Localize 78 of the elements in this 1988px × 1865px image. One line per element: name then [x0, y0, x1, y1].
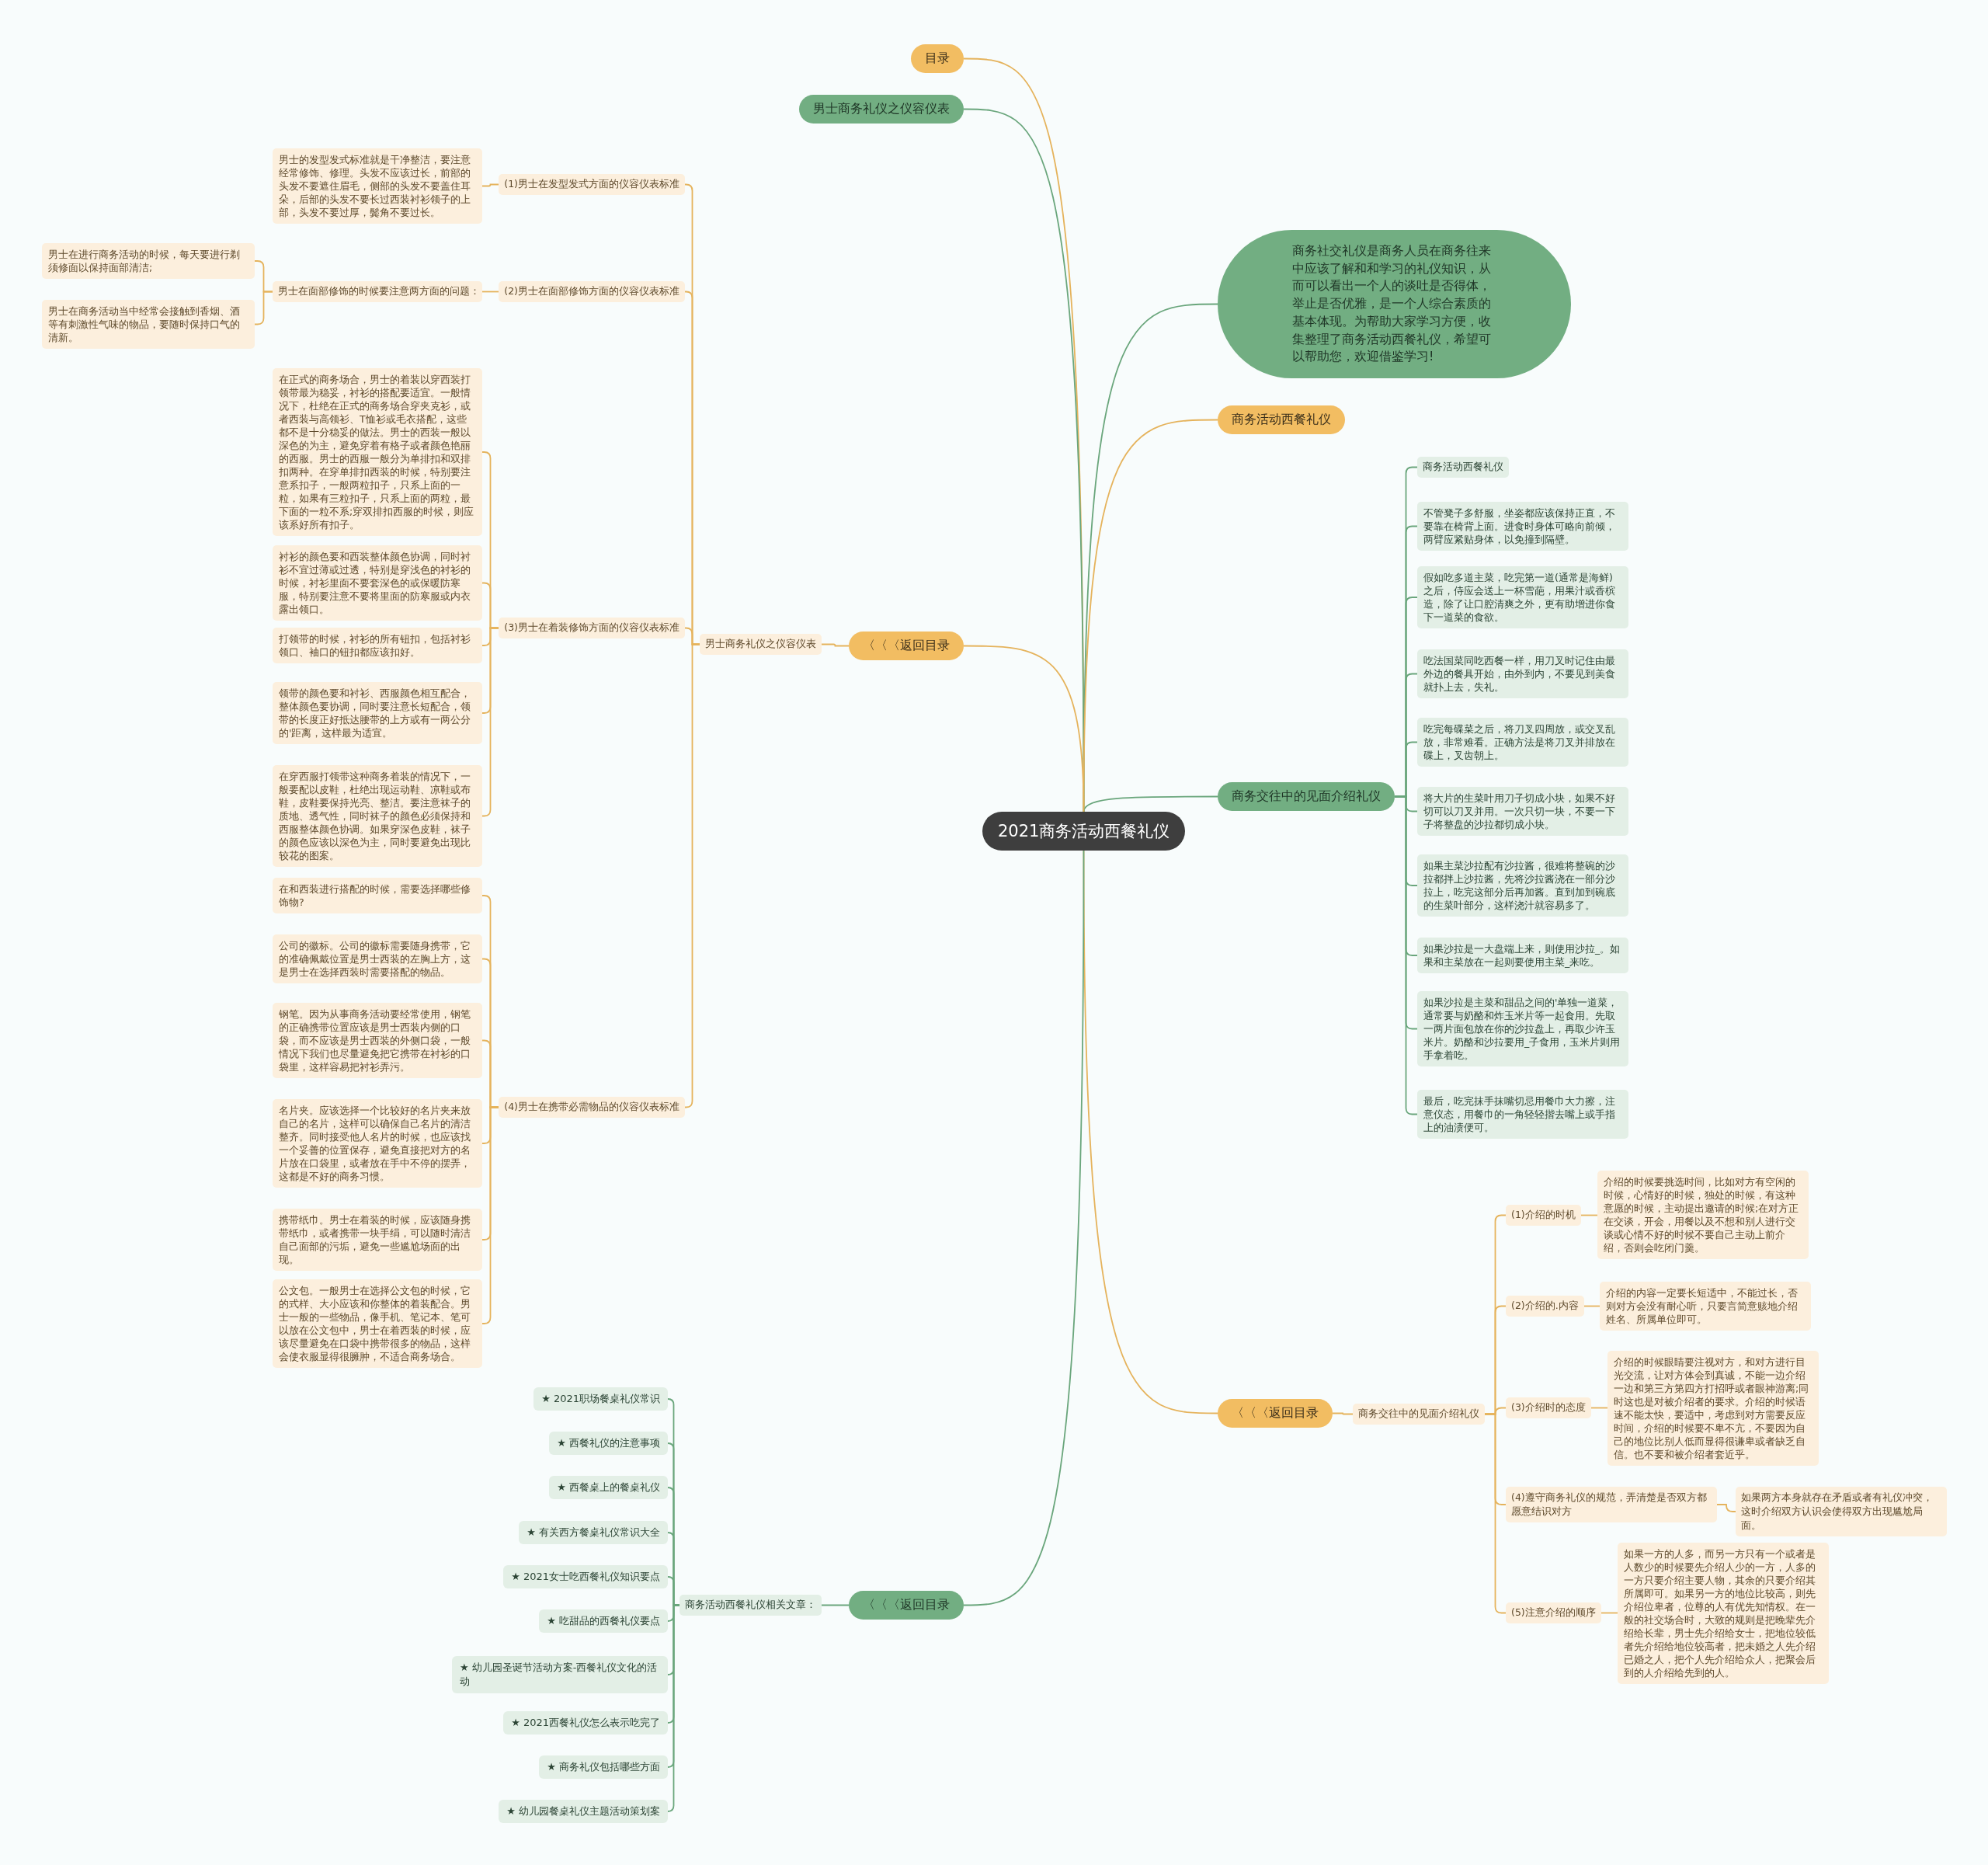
note-card: 衬衫的颜色要和西装整体颜色协调，同时衬衫不宜过薄或过透，特别是穿浅色的衬衫的时候，衬衫里面不要套深色的或保暖防寒服，特别要注意不要将里面的防寒服或内衣露出领口。 — [273, 545, 482, 621]
connector-line — [481, 1106, 499, 1324]
topic-pill: 商务交往中的见面介绍礼仪 — [1218, 782, 1395, 811]
article-link-card: ★ 幼儿园圣诞节活动方案-西餐礼仪文化的活动 — [452, 1656, 668, 1694]
subtopic-label: (1)介绍的时机 — [1506, 1205, 1581, 1226]
connector-line — [1580, 1214, 1598, 1216]
subtopic-label: 如果两方本身就存在矛盾或者有礼仪冲突，这时介绍双方认识会使得双方出现尴尬局面。 — [1736, 1487, 1947, 1537]
connector-line — [963, 645, 1085, 812]
note-card: 介绍的内容一定要长短适中，不能过长，否则对方会没有耐心听，只要言简意赅地介绍姓名、所属单位即可。 — [1600, 1282, 1811, 1331]
connector-line — [1583, 1305, 1600, 1307]
connector-line — [1600, 1612, 1618, 1614]
note-card: 介绍的时候眼睛要注视对方，和对方进行目光交流，让对方体会到真诚，不能一边介绍一边和第三方第四方打招呼或者眼神游离;同时这也是对被介绍者的要求。介绍的时候语速不能太快，要适中，考虑到对方需要反应时间，介绍的时候要不卑不亢，不要因为自己的地位比别人低而显得很谦卑或者缺乏自信。也不要和被介绍者套近乎。 — [1607, 1351, 1819, 1466]
subtopic-label: (3)介绍时的态度 — [1506, 1397, 1591, 1418]
note-card: 男士在进行商务活动的时候，每天要进行剃须修面以保持面部清洁; — [42, 243, 255, 279]
note-card: 最后，吃完抹手抹嘴切忌用餐巾大力擦，注意仪态，用餐巾的一角轻轻揩去嘴上或手指上的油渍便可。 — [1417, 1090, 1628, 1139]
connector-line — [684, 643, 700, 1108]
topic-pill: 男士商务礼仪之仪容仪表 — [799, 95, 964, 124]
subtopic-label: (4)遵守商务礼仪的规范，弄清楚是否双方都愿意结识对方 — [1506, 1487, 1717, 1523]
topic-pill: 商务活动西餐礼仪 — [1218, 405, 1345, 434]
topic-pill: 〈〈〈返回目录 — [849, 632, 964, 660]
subtopic-label: (4)男士在携带必需物品的仪容仪表标准 — [499, 1097, 685, 1118]
article-link-card: ★ 商务礼仪包括哪些方面 — [539, 1755, 668, 1780]
note-card: 如果沙拉是主菜和甜品之间的'单独一道菜，通常要与奶酪和炸玉米片等一起食用。先取一两片面包放在你的沙拉盘上，再取少许玉米片。奶酪和沙拉要用_子食用，玉米片则用手拿着吃。 — [1417, 991, 1628, 1066]
connector-line — [481, 291, 499, 293]
article-link-card: ★ 幼儿园餐桌礼仪主题活动策划案 — [499, 1800, 668, 1824]
subtopic-label: (3)男士在着装修饰方面的仪容仪表标准 — [499, 618, 685, 638]
note-card: 不管凳子多舒服，坐姿都应该保持正直，不要靠在椅背上面。进食时身体可略向前倾，两臂应紧贴身体，以免撞到隔壁。 — [1417, 502, 1628, 551]
article-link-card: ★ 有关西方餐桌礼仪常识大全 — [519, 1521, 668, 1545]
note-card: 公文包。一般男士在选择公文包的时候，它的式样、大小应该和你整体的着装配合。男士一般的一些物品，像手机、笔记本、笔可以放在公文包中，男士在着西装的时候，应该尽量避免在口袋中携带很多的物品，这样会使衣服显得很臃肿，不适合商务场合。 — [273, 1279, 482, 1368]
note-card: 假如吃多道主菜，吃完第一道(通常是海鲜)之后，侍应会送上一杯雪葩，用果汁或香槟造，除了让口腔清爽之外，更有助增进你食下一道菜的食欲。 — [1417, 566, 1628, 628]
subtopic-label: (2)男士在面部修饰方面的仪容仪表标准 — [499, 281, 685, 302]
note-card: 吃法国菜同吃西餐一样，用刀叉时记住由最外边的餐具开始，由外到内，不要见到美食就扑上去，失礼。 — [1417, 649, 1628, 698]
article-link-card: ★ 吃甜品的西餐礼仪要点 — [539, 1609, 668, 1634]
subtopic-label: 商务活动西餐礼仪 — [1417, 457, 1509, 478]
connector-line — [481, 183, 499, 187]
connector-line — [963, 850, 1085, 1606]
central-topic: 2021商务活动西餐礼仪 — [982, 812, 1186, 851]
connector-line — [481, 627, 499, 817]
intro-bubble: 商务社交礼仪是商务人员在商务往来中应该了解和和学习的礼仪知识，从而可以看出一个人的谈吐是否得体，举止是否优雅，是一个人综合素质的基本体现。为帮助大家学习方便，收集整理了商务活动西餐礼仪，希望可以帮助您，欢迎借鉴学习! — [1218, 230, 1571, 379]
subtopic-label: (1)男士在发型发式方面的仪容仪表标准 — [499, 174, 685, 195]
topic-pill: 〈〈〈返回目录 — [1218, 1399, 1333, 1428]
note-card: 名片夹。应该选择一个比较好的名片夹来放自己的名片，这样可以确保自己名片的清洁整齐。同时接受他人名片的时候，也应该找一个妥善的位置保存，避免直接把对方的名片放在口袋里，或者放在手中不停的摆弄，这都是不好的商务习惯。 — [273, 1099, 482, 1188]
subtopic-label: 商务活动西餐礼仪相关文章： — [679, 1595, 822, 1616]
note-card: 如果沙拉是一大盘端上来，则使用沙拉_。如果和主菜放在一起则要使用主菜_来吃。 — [1417, 938, 1628, 973]
article-link-card: ★ 2021西餐礼仪怎么表示吃完了 — [503, 1711, 668, 1735]
subtopic-label: 商务交往中的见面介绍礼仪 — [1353, 1404, 1485, 1425]
topic-pill: 目录 — [911, 44, 964, 73]
article-link-card: ★ 西餐桌上的餐桌礼仪 — [549, 1476, 668, 1500]
note-card: 领带的颜色要和衬衫、西服颜色相互配合，整体颜色要协调，同时要注意长短配合，领带的长度正好抵达腰带的上方或有一两公分的'距离，这样最为适宜。 — [273, 682, 482, 744]
note-card: 打领带的时候，衬衫的所有钮扣，包括衬衫领口、袖口的钮扣都应该扣好。 — [273, 628, 482, 663]
article-link-card: ★ 2021女士吃西餐礼仪知识要点 — [503, 1565, 668, 1589]
subtopic-label: 男士在面部修饰的时候要注意两方面的问题： — [273, 281, 482, 302]
subtopic-label: (5)注意介绍的顺序 — [1506, 1602, 1601, 1623]
connector-line — [1590, 1407, 1608, 1409]
note-card: 将大片的生菜叶用刀子切成小块，如果不好切可以刀叉并用。一次只切一块，不要一下子将整盘的沙拉都切成小块。 — [1417, 787, 1628, 836]
note-card: 公司的徽标。公司的徽标需要随身携带，它的准确佩戴位置是男士西装的左胸上方，这是男士在选择西装时需要搭配的物品。 — [273, 934, 482, 983]
note-card: 介绍的时候要挑选时间，比如对方有空闲的时候，心情好的时候，独处的时候，有这种意愿的时候，主动提出邀请的时候;在对方正在交谈，开会，用餐以及不想和别人进行交谈或心情不好的时候不要自己主动上前介绍，否则会吃闭门羹。 — [1597, 1171, 1809, 1259]
connector-line — [1332, 1412, 1354, 1415]
note-card: 在穿西服打领带这种商务着装的情况下，一般要配以皮鞋，杜绝出现运动鞋、凉鞋或布鞋，皮鞋要保持光亮、整洁。要注意袜子的质地、透气性，同时袜子的颜色必须保持和西服整体颜色协调。如果穿深色皮鞋，袜子的颜色应该以深色为主，同时要避免出现比较花的图案。 — [273, 765, 482, 867]
topic-pill: 〈〈〈返回目录 — [849, 1591, 964, 1620]
connector-line — [1716, 1504, 1736, 1512]
note-card: 男士的发型发式标准就是干净整洁，要注意经常修饰、修理。头发不应该过长，前部的头发不要遮住眉毛，侧部的头发不要盖住耳朵，后部的头发不要长过西装衬衫领子的上部，头发不要过厚，鬓角不要过长。 — [273, 148, 482, 224]
note-card: 如果一方的人多，而另一方只有一个或者是人数少的时候要先介绍人少的一方，人多的一方只要介绍主要人物，其余的只要介绍其所属即可。如果另一方的地位比较高，则先介绍位卑者，位尊的人有优先知情权。在一般的社交场合时，大致的规则是把晚辈先介绍给长辈，男士先介绍给女士，把地位较低者先介绍给地位较高者，把未婚之人先介绍已婚之人，把个人先介绍给众人，把聚会后到的人介绍给先到的人。 — [1618, 1543, 1829, 1684]
subtopic-label: (2)介绍的.内容 — [1506, 1296, 1584, 1317]
article-link-card: ★ 2021职场餐桌礼仪常识 — [533, 1387, 668, 1411]
note-card: 钢笔。因为从事商务活动要经常使用，钢笔的正确携带位置应该是男士西装内侧的口袋，而不应该是男士西装的外侧口袋，一般情况下我们也尽量避免把它携带在衬衫的口袋里，这样容易把衬衫弄污。 — [273, 1003, 482, 1078]
note-card: 男士在商务活动当中经常会接触到香烟、酒等有刺激性气味的物品，要随时保持口气的清新。 — [42, 300, 255, 349]
article-link-card: ★ 西餐礼仪的注意事项 — [549, 1432, 668, 1456]
note-card: 在正式的商务场合，男士的着装以穿西装打领带最为稳妥，衬衫的搭配要适宜。一般情况下，杜绝在正式的商务场合穿夹克衫，或者西装与高领衫、T恤衫或毛衣搭配，这些都不是十分稳妥的做法。男士的西装一般以深色的为主，避免穿着有格子或者颜色艳丽的西服。男士的西服一般分为单排扣和双排扣两种。在穿单排扣西装的时候，特别要注意系扣子，一般两粒扣子，只系上面的一粒，如果有三粒扣子，只系上面的两粒，最下面的一粒不系;穿双排扣西服的时候，则应该系好所有扣子。 — [273, 368, 482, 536]
connector-line — [254, 291, 273, 325]
connector-line — [1083, 795, 1218, 812]
subtopic-label: 男士商务礼仪之仪容仪表 — [700, 634, 822, 655]
connector-line — [821, 1604, 850, 1606]
connector-line — [821, 643, 850, 647]
note-card: 吃完每碟菜之后，将刀叉四周放，或交叉乱放，非常难看。正确方法是将刀叉并排放在碟上，叉齿朝上。 — [1417, 718, 1628, 767]
note-card: 在和西装进行搭配的时候，需要选择哪些修饰物? — [273, 878, 482, 913]
note-card: 携带纸巾。男士在着装的时候，应该随身携带纸巾，或者携带一块手绢，可以随时清洁自己面部的污垢，避免一些尴尬场面的出现。 — [273, 1209, 482, 1271]
note-card: 如果主菜沙拉配有沙拉酱，很难将整碗的沙拉都拌上沙拉酱，先将沙拉酱浇在一部分沙拉上，吃完这部分后再加酱。直到加到碗底的生菜叶部分，这样浇汁就容易多了。 — [1417, 854, 1628, 917]
